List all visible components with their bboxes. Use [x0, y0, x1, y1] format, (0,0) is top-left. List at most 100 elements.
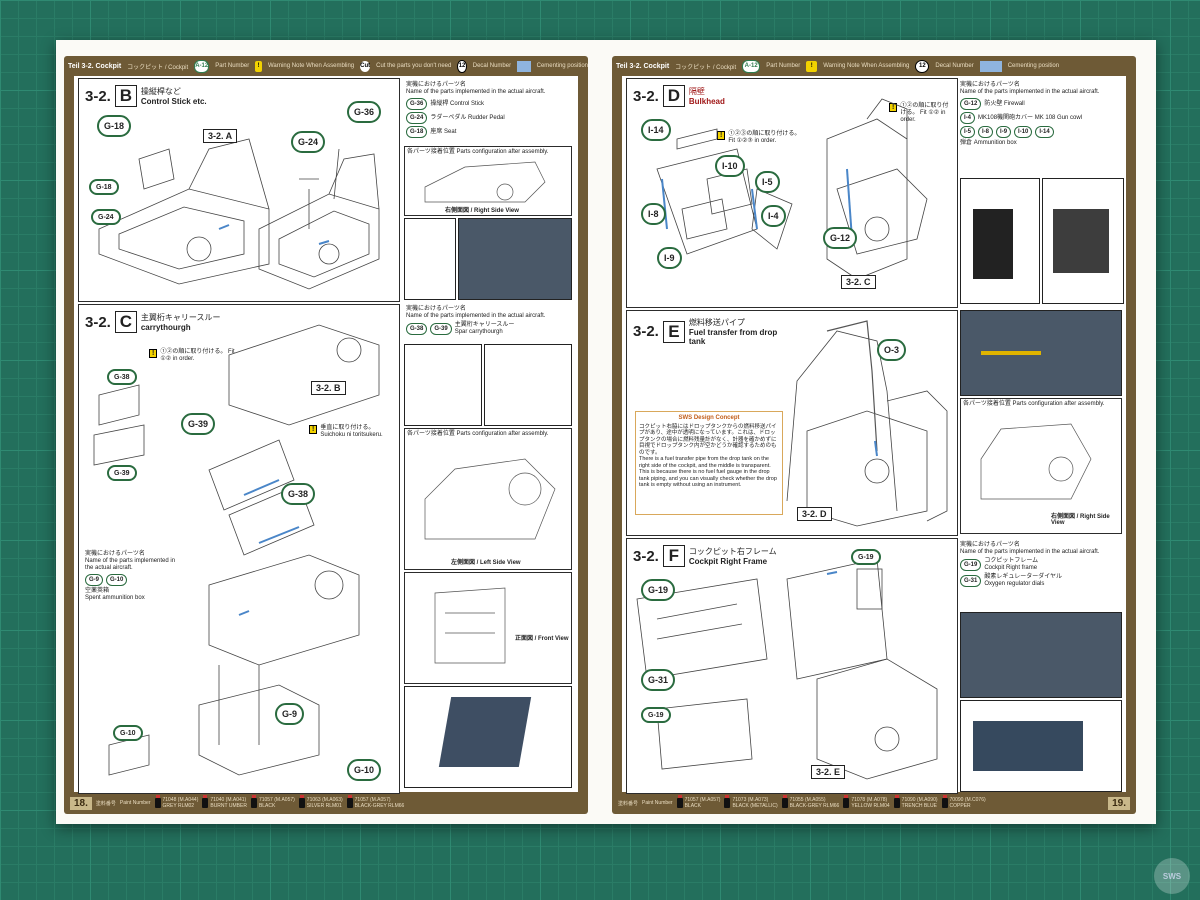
paint-name: BURNT UMBER	[210, 803, 247, 809]
detail-photo	[458, 218, 572, 300]
parts-list: 実機におけるパーツ名 Name of the parts implemented…	[406, 82, 572, 140]
part-id: I-8	[978, 126, 994, 138]
part-id: I-9	[996, 126, 1012, 138]
header-title: Teil 3-2. Cockpit	[616, 62, 670, 70]
parts-list-item: G-24 ラダーペダル Rudder Pedal	[406, 112, 572, 124]
step-title-en: Bulkhead	[688, 97, 725, 106]
parts-list-item: G-36 操縦桿 Control Stick	[406, 98, 572, 110]
right-side-view-label: 右側面図 / Right Side View	[445, 208, 519, 214]
step-3-2-f-panel: 3-2. F コックピット右フレーム Cockpit Right Frame	[626, 538, 958, 794]
assembly-note: ! ①②の順に取り付ける。 Fit ①② in order.	[149, 349, 239, 363]
step-b-side-column: 実機におけるパーツ名 Name of the parts implemented…	[404, 78, 574, 300]
step-title-en: Control Stick etc.	[140, 97, 207, 106]
frame-photo-shape	[973, 721, 1083, 771]
paint-code: 71057 (M.A057)	[684, 797, 721, 803]
paint-bottle-icon	[781, 795, 788, 808]
legend-decal: Decal Number	[935, 63, 974, 69]
part-callout: G-19	[641, 579, 676, 601]
part-name-jp: 防火壁	[984, 100, 1003, 107]
part-id: G-24	[406, 112, 428, 124]
part-callout: G-19	[851, 549, 881, 565]
part-name-en: Spar carrythourgh	[454, 329, 503, 335]
part-name-jp: MK108機関砲カバー	[978, 114, 1034, 121]
part-callout: I-10	[715, 155, 745, 177]
paint-name: BLACK-GREY RLM66	[354, 803, 405, 809]
step-heading: 3-2. B 操縦桿など Control Stick etc.	[85, 85, 207, 107]
paint-name: BLACK	[684, 803, 701, 809]
step-letter: F	[662, 545, 685, 567]
part-name-en: Spent ammunition box	[85, 595, 145, 601]
page-footer: 18. 塗料番号 Paint Number 71048 (M.A044)GREY…	[64, 792, 588, 814]
ammo-box-photo-shape	[973, 209, 1013, 279]
warning-icon: !	[806, 60, 818, 72]
step-heading: 3-2. E 燃料移送パイプ Fuel transfer from drop t…	[633, 317, 779, 346]
step-number: 3-2.	[633, 547, 659, 565]
parts-header-en: Name of the parts implemented in the act…	[960, 89, 1100, 95]
parts-header-jp: 実機におけるパーツ名	[960, 82, 1020, 88]
part-callout: G-38	[107, 369, 137, 385]
detail-photo	[404, 686, 572, 788]
step-letter: E	[662, 320, 685, 343]
page-left: Teil 3-2. Cockpit コックピット / Cockpit A-12 …	[64, 56, 588, 814]
part-name-en: Seat	[444, 128, 457, 135]
part-name-en: Control Stick	[450, 100, 485, 107]
paint-label-en: Paint Number	[642, 800, 673, 806]
decal-icon: 12	[915, 59, 930, 73]
warning-icon: !	[717, 131, 726, 140]
detail-photo	[960, 178, 1040, 304]
parts-list: 実機におけるパーツ名 Name of the parts implemented…	[406, 306, 572, 338]
page-number: 18.	[70, 796, 92, 810]
paint-bottle-icon	[724, 795, 731, 808]
legend-cement: Cementing position	[536, 63, 588, 69]
page-content: 3-2. B 操縦桿など Control Stick etc.	[74, 76, 578, 794]
paint-bottle-icon	[893, 795, 900, 808]
part-name-jp: 操縦桿	[430, 100, 449, 107]
detail-photo	[1042, 178, 1124, 304]
page-header: Teil 3-2. Cockpit コックピット / Cockpit A-12 …	[64, 56, 588, 76]
paint-name: BLACK	[258, 803, 276, 809]
warning-icon: !	[255, 60, 262, 72]
config-diagram	[980, 423, 1092, 500]
part-number-icon: A-12	[194, 59, 210, 73]
concept-text-jp: コクピット右脇にはドロップタンクからの燃料移送パイプがあり、途中が透明になってい…	[639, 423, 777, 456]
header-title-jp: コックピット / Cockpit	[127, 64, 189, 71]
step-title-en: Fuel transfer from drop tank	[688, 328, 778, 346]
part-name-jp: ラダーペダル	[430, 114, 467, 121]
parts-header-en: Name of the parts implemented in the act…	[960, 549, 1100, 555]
part-name-jp: 主翼桁キャリースルー	[454, 322, 515, 328]
step-number: 3-2.	[85, 313, 111, 331]
config-view-panel: 各パーツ接着位置 Parts configuration after assem…	[404, 428, 572, 570]
paint-code: 71040 (M.A041)	[210, 797, 247, 803]
step-title-jp: コックピット右フレーム	[688, 547, 777, 556]
parts-header-jp: 実機におけるパーツ名	[406, 306, 466, 312]
front-view-diagram	[434, 587, 506, 664]
part-id: G-12	[960, 98, 982, 110]
warning-icon: !	[149, 349, 158, 358]
part-id: G-10	[106, 574, 128, 586]
legend-decal: Decal Number	[472, 63, 512, 69]
part-callout: G-19	[641, 707, 671, 723]
step-letter: B	[114, 85, 137, 107]
step-e-side-column: 各パーツ接着位置 Parts configuration after assem…	[960, 310, 1122, 534]
config-label: 各パーツ接着位置 Parts configuration after assem…	[407, 149, 549, 155]
legend-warning: Warning Note When Assembling	[267, 63, 355, 69]
paint-swatch: 71040 (M.A041)BURNT UMBER	[202, 795, 247, 809]
parts-list-item: G-9 G-10	[85, 574, 185, 586]
legend-cut: Cut the parts you don't need	[376, 63, 452, 69]
step-number: 3-2.	[85, 87, 111, 105]
paint-swatch: 71078 (M.A078)YELLOW RLM04	[843, 795, 890, 809]
detail-photo	[404, 218, 456, 300]
config-view-panel: 各パーツ接着位置 Parts configuration after assem…	[404, 146, 572, 216]
step-3-2-b-panel: 3-2. B 操縦桿など Control Stick etc.	[78, 78, 400, 302]
part-callout: O-3	[877, 339, 907, 361]
paint-bottle-icon	[346, 795, 353, 808]
step-3-2-e-panel: 3-2. E 燃料移送パイプ Fuel transfer from drop t…	[626, 310, 958, 536]
ammo-box-photo-shape	[1053, 209, 1109, 273]
part-name-jp: 空薬莢箱	[85, 588, 110, 594]
design-concept-box: SWS Design Concept コクピット右脇にはドロップタンクからの燃料…	[635, 411, 783, 515]
part-number-icon: A-12	[742, 59, 761, 73]
part-name-jp: 酸素レギュレーターダイヤル	[984, 574, 1063, 580]
parts-header-jp: 実機におけるパーツ名	[960, 542, 1020, 548]
